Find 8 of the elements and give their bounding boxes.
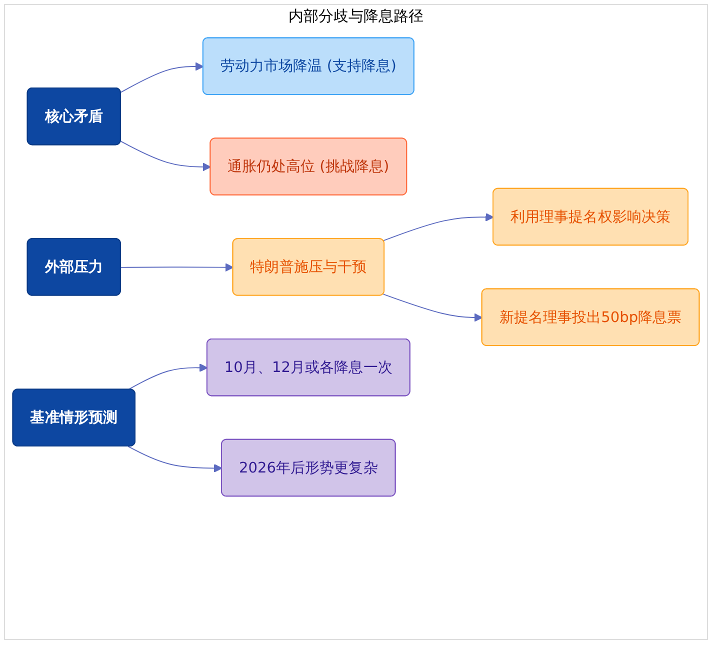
arrow: [128, 363, 208, 390]
arrow: [120, 62, 204, 93]
arrow: [128, 446, 222, 472]
arrow: [382, 294, 483, 322]
diagram-title: 内部分歧与降息路径: [288, 7, 424, 26]
arrow: [382, 212, 494, 242]
arrow: [120, 263, 234, 272]
arrow: [120, 140, 212, 172]
